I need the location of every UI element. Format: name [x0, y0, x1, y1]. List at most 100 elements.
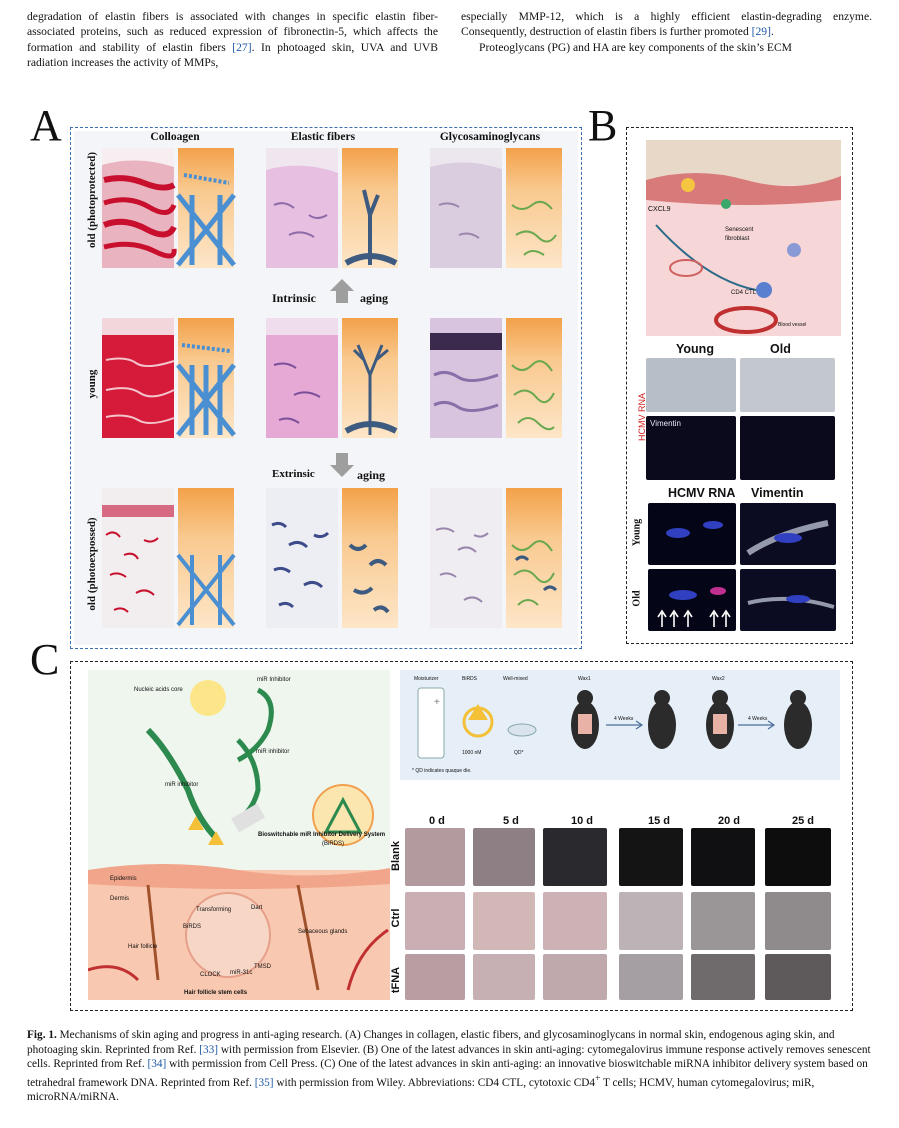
epidermis-label: Epidermis [110, 876, 137, 882]
elastic-histology-old-exposed [266, 488, 338, 628]
wax2-label: Wax2 [712, 676, 725, 682]
day-header-25: 25 d [792, 815, 815, 827]
gag-histology-old-exposed [430, 488, 502, 628]
young-row-label: Young [631, 518, 643, 547]
birds-title-label: Bioswitchable miR Inhibitor Delivery Sys… [258, 832, 386, 838]
if-old [740, 416, 835, 480]
row-label-tfna: tFNA [390, 966, 402, 994]
body-text-right-column: especially MMP-12, which is a highly eff… [461, 9, 872, 55]
reference-link[interactable]: [35] [254, 1076, 274, 1089]
birds-small-label: BiRDS [183, 924, 202, 930]
photo-tfna-25d [765, 954, 831, 1000]
blood-vessel-label: Blood vessel [778, 322, 807, 328]
vimentin-small-label: Vimentin [650, 419, 681, 428]
photo-blank-5d [473, 828, 535, 886]
day-header-15: 15 d [648, 815, 671, 827]
collagen-histology-old-exposed [102, 488, 174, 628]
photo-ctrl-5d [473, 892, 535, 950]
gag-diagram-young [506, 318, 562, 438]
collagen-histology-young [102, 318, 175, 438]
panel-a-frame [70, 127, 582, 649]
column-header-glycosaminoglycans: Glycosaminoglycans [439, 131, 541, 143]
panel-a-tiles [102, 148, 562, 628]
paragraph: Proteoglycans (PG) and HA are key compon… [479, 40, 792, 54]
well-mixed-label: Well-mixed [503, 676, 528, 682]
photo-ctrl-10d [543, 892, 607, 950]
birds-abbr-label: (BiRDS) [322, 841, 344, 847]
collagen-diagram-old-protected [176, 148, 236, 268]
mir-inhibitor-label-1: miR Inhibitor [257, 677, 291, 683]
gag-histology-young [430, 318, 502, 438]
day-header-0: 0 d [429, 815, 445, 827]
senescent-label: Senescent [725, 227, 754, 233]
qd-note-label: * QD indicates quaque die. [412, 768, 472, 774]
dose-label: 1000 nM [462, 750, 482, 756]
photo-tfna-15d [619, 954, 683, 1000]
paragraph: especially MMP-12, which is a highly eff… [461, 10, 872, 39]
moisturizer-label: Moisturizer [414, 676, 439, 682]
gag-diagram-old-protected [506, 148, 562, 268]
svg-text:+: + [434, 697, 440, 708]
if-hcmv-young [648, 503, 736, 565]
fibroblast-label: fibroblast [725, 236, 750, 242]
mir-inhibitor-label-2: miR inhibitor [256, 749, 290, 755]
panel-c-frame [70, 661, 853, 1011]
panel-b-letter: B [588, 101, 618, 150]
photo-blank-0d [405, 828, 465, 886]
reference-link[interactable]: [27] [232, 40, 252, 54]
row-label-ctrl: Ctrl [390, 908, 402, 928]
photo-tfna-0d [405, 954, 465, 1000]
panel-a-letter: A [30, 101, 62, 150]
photo-blank-20d [691, 828, 755, 886]
elastic-diagram-old-protected [342, 148, 398, 268]
photo-ctrl-25d [765, 892, 831, 950]
clock-label: CLOCK [200, 972, 221, 978]
photo-ctrl-0d [405, 892, 465, 950]
column-header-collagen: Colloagen [150, 131, 200, 143]
dart-label: Dart [251, 905, 263, 911]
reference-link[interactable]: [29] [751, 25, 771, 39]
panel-c-letter: C [30, 635, 60, 684]
day-header-5: 5 d [503, 815, 519, 827]
reference-link[interactable]: [33] [199, 1043, 219, 1056]
elastic-histology-old-protected [266, 148, 338, 268]
elastic-diagram-young [342, 318, 398, 438]
hcmv-rna-header: HCMV RNA [668, 486, 736, 500]
photo-blank-25d [765, 828, 831, 886]
weeks-label-1: 4 Weeks [614, 716, 634, 722]
qd-label: QD* [514, 750, 524, 756]
hair-follicle-label: Hair follicle [128, 944, 158, 950]
panel-b-frame [626, 127, 853, 644]
panel-c-illustration [88, 670, 390, 1000]
stem-cells-label: Hair follicle stem cells [184, 990, 248, 996]
intrinsic-label: Intrinsic [272, 291, 317, 305]
elastic-histology-young [266, 318, 338, 438]
ihc-young [646, 358, 736, 412]
reference-link[interactable]: [34] [147, 1058, 167, 1071]
old-row-label: Old [631, 590, 643, 607]
weeks-label-2: 4 Weeks [748, 716, 768, 722]
figure-caption: Fig. 1. Mechanisms of skin aging and pro… [27, 1029, 871, 1104]
photo-tfna-5d [473, 954, 535, 1000]
intrinsic-aging-label: aging [360, 291, 389, 305]
row-label-blank: Blank [390, 841, 402, 871]
photo-tfna-10d [543, 954, 607, 1000]
extrinsic-aging-label: aging [357, 468, 386, 482]
nucleic-acids-core-label: Nucleic acids core [134, 687, 183, 693]
collagen-diagram-old-exposed [176, 488, 236, 628]
body-text-left-column: degradation of elastin fibers is associa… [27, 9, 438, 71]
day-header-20: 20 d [718, 815, 741, 827]
vimentin-header: Vimentin [751, 486, 804, 500]
cxcl9-label: CXCL9 [648, 206, 671, 213]
hcmv-rna-side-label: HCMV RNA [637, 393, 647, 442]
transforming-label: Transforming [196, 907, 232, 913]
elastic-diagram-old-exposed [342, 488, 398, 628]
ihc-old [740, 358, 835, 412]
day-header-10: 10 d [571, 815, 594, 827]
photo-ctrl-20d [691, 892, 755, 950]
mir31-label: miR-31c [230, 970, 253, 976]
mir-inhibitor-label-3: miR inhibitor [165, 782, 199, 788]
if-young [646, 416, 736, 480]
caption-label: Fig. 1. [27, 1029, 57, 1041]
gag-histology-old-protected [430, 148, 502, 268]
